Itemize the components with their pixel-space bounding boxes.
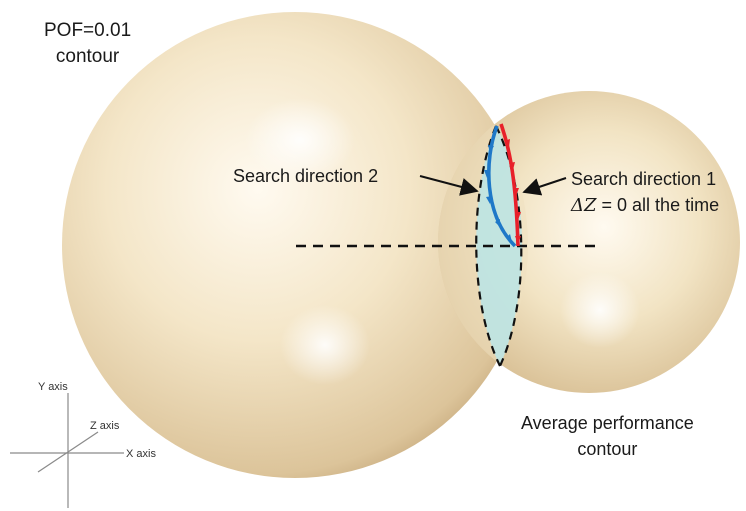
intersection-boundary-right xyxy=(495,125,523,367)
pof-sphere-highlight-lower xyxy=(280,305,370,385)
intersection-boundary-left xyxy=(475,125,501,367)
search-direction-1-leader xyxy=(522,177,567,196)
pof-sphere-highlight xyxy=(245,98,355,182)
y-axis-label: Y axis xyxy=(38,381,68,393)
delta-z-equation: = 0 all the time xyxy=(596,195,720,215)
pof-contour-label-line2: contour xyxy=(55,46,120,67)
pof-contour-label: POF=0.01 contour xyxy=(44,18,131,70)
search-direction-2-path xyxy=(487,125,517,248)
search-direction-2-arrow xyxy=(495,219,500,227)
search-direction-2-label: Search direction 2 xyxy=(233,166,379,186)
search-direction-2-arrow xyxy=(488,145,494,153)
search-direction-1-label: Search direction 1 ΔZ = 0 all the time xyxy=(571,166,719,219)
search-direction-2-arrow xyxy=(506,234,512,242)
search-direction-1-arrow xyxy=(509,162,515,170)
average-contour-label: Average performance contour xyxy=(521,410,694,462)
search-direction-2-leader xyxy=(419,175,479,196)
delta-z-symbol: ΔZ xyxy=(571,195,597,216)
average-sphere-highlight xyxy=(560,272,640,348)
search-direction-1-arrow xyxy=(515,236,521,244)
search-direction-2-arrow xyxy=(486,196,492,204)
search-direction-1-label-line1: Search direction 1 xyxy=(571,169,717,189)
search-direction-1-arrow xyxy=(515,212,521,220)
search-direction-2-arrow xyxy=(484,170,490,178)
z-axis-label: Z axis xyxy=(90,420,120,432)
pof-contour-label-line1: POF=0.01 xyxy=(44,20,132,41)
search-direction-1-label-line2: ΔZ = 0 all the time xyxy=(571,192,719,219)
search-direction-1-arrow xyxy=(513,188,519,196)
pof-sphere xyxy=(62,12,528,478)
search-direction-1-arrow xyxy=(504,139,510,147)
axes-glyph xyxy=(10,393,124,508)
x-axis-label: X axis xyxy=(126,448,156,460)
search-direction-1-path xyxy=(499,123,520,247)
average-contour-label-line1: Average performance xyxy=(521,413,694,433)
average-contour-label-line2: contour xyxy=(577,439,638,459)
z-axis-line xyxy=(37,431,99,473)
